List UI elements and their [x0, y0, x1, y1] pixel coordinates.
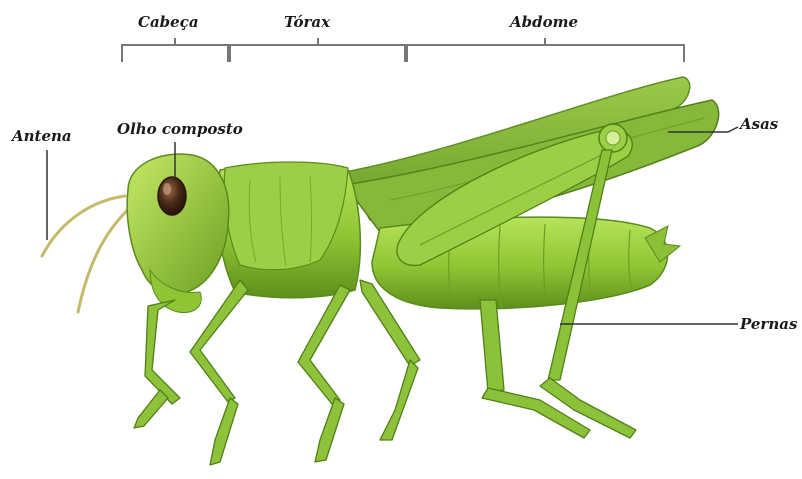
label-torax: Tórax	[284, 15, 330, 30]
label-cabeca: Cabeça	[138, 15, 199, 30]
label-pernas: Pernas	[740, 317, 797, 332]
label-olho-composto: Olho composto	[117, 122, 243, 137]
bracket-torax	[230, 38, 405, 62]
compound-eye	[158, 177, 186, 215]
head	[127, 154, 229, 312]
antennae	[42, 196, 135, 312]
bracket-abdome	[407, 38, 684, 62]
bracket-cabeca	[122, 38, 228, 62]
thorax	[217, 162, 361, 298]
label-asas: Asas	[740, 117, 778, 132]
label-antena: Antena	[12, 129, 72, 144]
segment-brackets	[122, 38, 684, 62]
label-abdome: Abdome	[510, 15, 578, 30]
